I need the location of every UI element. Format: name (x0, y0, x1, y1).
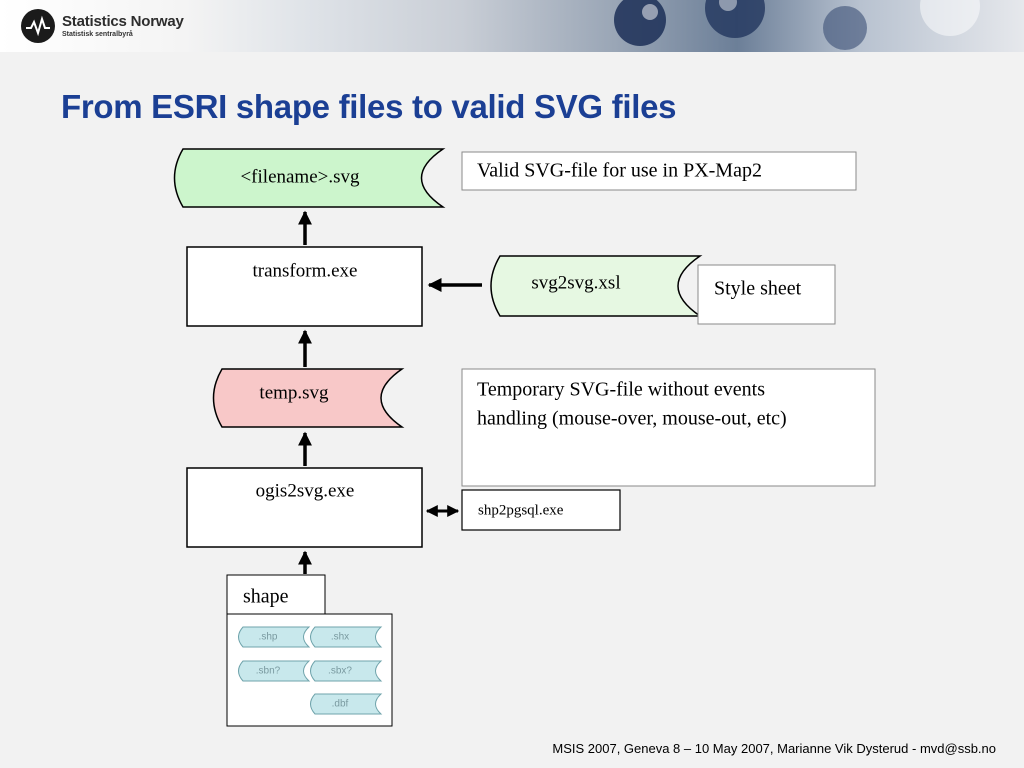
footer-text: MSIS 2007, Geneva 8 – 10 May 2007, Maria… (552, 741, 996, 756)
shape-file-sbx-label: .sbx? (328, 666, 352, 677)
stylesheet-file-label: svg2svg.xsl (531, 272, 620, 293)
ogis2svg-exe-label: ogis2svg.exe (256, 480, 355, 501)
stylesheet-file-node: svg2svg.xsl (490, 255, 703, 317)
logo-subtitle: Statistisk sentralbyrå (62, 31, 133, 38)
transform-exe-label: transform.exe (253, 260, 358, 281)
temporary-note-line-2: handling (mouse-over, mouse-out, etc) (477, 408, 787, 430)
shape-file-sbx: .sbx? (310, 660, 383, 682)
valid-svg-note: Valid SVG-file for use in PX-Map2 (461, 151, 857, 191)
shape-file-sbn-label: .sbn? (256, 666, 281, 677)
shape-file-dbf: .dbf (310, 693, 383, 715)
temporary-note-line-1: Temporary SVG-file without events (477, 379, 765, 401)
temp-svg-file-node: temp.svg (212, 368, 405, 428)
temporary-svg-note: Temporary SVG-file without events handli… (461, 368, 876, 487)
shape-file-shx: .shx (310, 626, 383, 648)
shape-file-shx-label: .shx (331, 632, 349, 643)
statistics-norway-logo-icon (21, 9, 55, 43)
header-decoration (614, 0, 980, 50)
shape-file-dbf-label: .dbf (332, 699, 349, 710)
shp2pgsql-exe-node: shp2pgsql.exe (461, 489, 621, 531)
output-svg-file-node: <filename>.svg (173, 148, 446, 208)
shape-folder-tab-label: shape (243, 586, 289, 608)
transform-exe-node: transform.exe (186, 246, 423, 327)
logo-name: Statistics Norway (62, 13, 184, 30)
header-banner: Statistics Norway Statistisk sentralbyrå (0, 0, 1024, 52)
output-svg-file-label: <filename>.svg (240, 166, 360, 187)
slide-title: From ESRI shape files to valid SVG files (61, 88, 677, 125)
style-sheet-note: Style sheet (697, 264, 836, 325)
shp2pgsql-exe-label: shp2pgsql.exe (478, 502, 564, 518)
style-sheet-note-text: Style sheet (714, 278, 802, 300)
valid-svg-note-text: Valid SVG-file for use in PX-Map2 (477, 160, 762, 182)
shape-file-shp: .shp (238, 626, 311, 648)
shape-file-shp-label: .shp (259, 632, 278, 643)
shape-file-sbn: .sbn? (238, 660, 311, 682)
temp-svg-file-label: temp.svg (259, 382, 329, 403)
ogis2svg-exe-node: ogis2svg.exe (186, 467, 423, 548)
